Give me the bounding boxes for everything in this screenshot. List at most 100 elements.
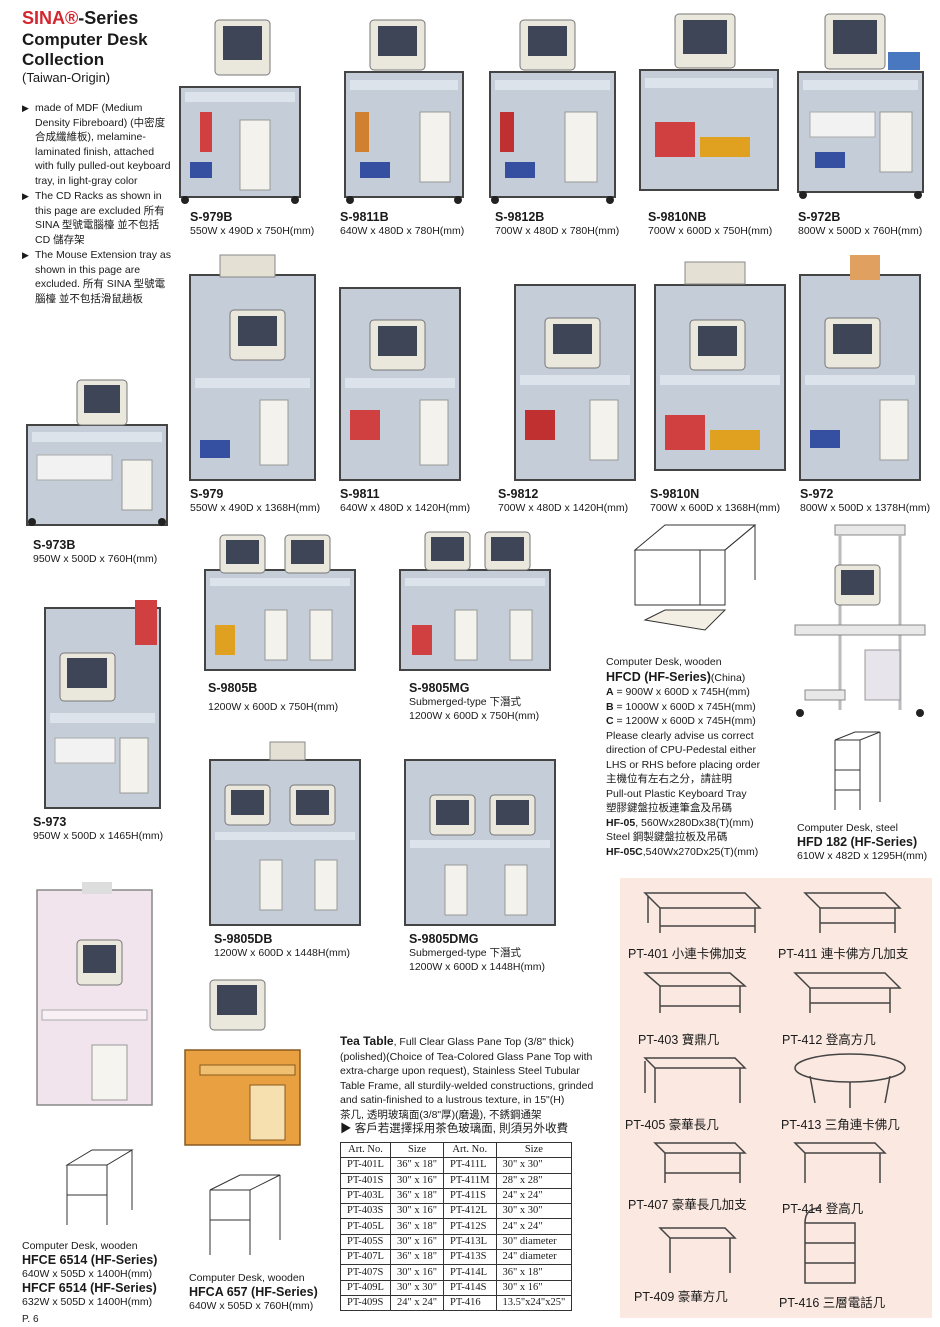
product-code: S-9805DB [214,932,273,946]
tea-item-label: PT-405 豪華長几 [625,1118,719,1132]
table-cell: 30" diameter [495,1233,573,1251]
table-cell: 36" x 18" [389,1249,445,1266]
product-code: S-9805DMG [409,932,479,946]
product-s972b: S-972B 800W x 500D x 760H(mm) [798,210,922,238]
product-s9812b: S-9812B 700W x 480D x 780H(mm) [495,210,619,238]
product-dims: 610W x 482D x 1295H(mm) [797,850,928,862]
brand-name: SINA® [22,8,79,28]
tea-item-label: PT-416 三層電話几 [779,1296,886,1310]
table-cell: PT-414S [443,1279,497,1296]
hf05c-code: HF-05C [606,845,643,858]
origin-label: (Taiwan-Origin) [22,70,111,85]
table-cell: 24" x 24" [495,1218,573,1235]
table-cell: PT-411L [443,1157,497,1174]
desk-s972b-image [797,13,924,199]
product-dims: 800W x 500D x 760H(mm) [798,225,923,237]
table-cell: PT-409L [340,1279,391,1296]
tea-item-label: PT-411 連卡佛方几加支 [778,947,909,961]
column-header: Size [495,1141,573,1159]
product-code: S-9812 [498,487,539,501]
table-cell: 30" x 30" [495,1157,573,1174]
product-code: S-972B [798,210,841,224]
desk-photos-row2 [189,254,921,481]
tea-item-label: PT-409 豪華方几 [634,1290,728,1304]
page-title: Computer Desk Collection [22,30,148,69]
product-s9810nb: S-9810NB 700W x 600D x 750H(mm) [648,210,772,238]
tea-item-label: PT-413 三角連卡佛几 [781,1118,900,1132]
product-dims: 1200W x 600D x 1448H(mm) [409,961,545,973]
table-cell: 30" x 16" [389,1264,445,1281]
product-note: Submerged-type 下潛式 [409,947,522,959]
product-dims: 800W x 500D x 1378H(mm) [800,502,931,514]
product-s972: S-972 800W x 500D x 1378H(mm) [800,487,930,515]
product-code: S-9811B [340,210,389,224]
table-cell: 13.5"x24"x25" [495,1294,573,1312]
desk-s9805dmg-image [404,759,556,926]
product-hfd182: Computer Desk, steel HFD 182 (HF-Series)… [797,821,927,863]
column-header: Size [389,1141,445,1159]
table-cell: 36" x 18" [389,1157,445,1174]
desk-s9812-image [514,284,636,481]
hf05-code: HF-05 [606,816,636,829]
product-dims: 700W x 480D x 1420H(mm) [498,502,629,514]
desk-s972-image [799,255,921,481]
table-cell: 24" x 24" [389,1294,445,1312]
hfcd-b-label: B [606,700,614,713]
product-s979: S-979 550W x 490D x 1368H(mm) [190,487,320,515]
desk-s9810n-image [654,261,786,471]
product-dims: 1200W x 600D x 750H(mm) [208,701,339,713]
desk-s973-image [44,600,161,809]
desk-hfce-image [36,882,153,1225]
table-cell: PT-412S [443,1218,497,1235]
product-code: S-9810N [650,487,700,501]
product-s9811: S-9811 640W x 480D x 1420H(mm) [340,487,470,515]
table-cell: 28" x 28" [495,1172,573,1189]
tea-item-label: PT-407 豪華長几加支 [628,1198,747,1212]
product-code: S-9805B [208,681,258,695]
desk-s9811-image [339,287,461,481]
desk-photos-row1 [179,13,924,204]
product-code: S-9810NB [648,210,707,224]
product-s9811b: S-9811B 640W x 480D x 780H(mm) [340,210,464,238]
tea-table-title: Tea Table [340,1034,394,1048]
brand-title: SINA®-Series [22,8,138,28]
product-code: S-9805MG [409,681,470,695]
table-cell: PT-405L [340,1218,391,1235]
tea-item-label: PT-412 登高方几 [782,1033,876,1047]
product-s973: S-973 950W x 500D x 1465H(mm) [33,815,163,843]
desk-s973b-image [26,379,168,526]
product-code: S-973B [33,538,76,552]
table-cell: PT-412L [443,1203,497,1220]
tea-table-cn2: ▶ 客戶若選擇採用茶色玻璃面, 則須另外收費 [340,1123,569,1135]
table-cell: PT-407L [340,1249,391,1266]
product-dims: 1200W x 600D x 750H(mm) [409,710,540,722]
desk-photos-row4 [209,741,556,926]
hfcd-type: Computer Desk, wooden [606,656,722,668]
product-s979b: S-979B 550W x 490D x 750H(mm) [190,210,314,238]
table-cell: PT-411S [443,1187,497,1205]
table-cell: PT-409S [340,1294,391,1312]
table-cell: 36" x 18" [389,1187,445,1205]
product-s9812: S-9812 700W x 480D x 1420H(mm) [498,487,628,515]
product-code-hfce: HFCE 6514 (HF-Series) [22,1253,158,1267]
product-s9805mg: S-9805MG Submerged-type 下潛式 1200W x 600D… [409,681,539,723]
desk-s9805mg-image [399,531,551,671]
tea-table-desc: , Full Clear Glass Pane Top (3/8" thick)… [340,1036,594,1106]
feature-item: made of MDF (Medium Density Fibreboard) … [22,101,172,188]
product-code: S-979 [190,487,224,501]
desk-hfcd-drawing [633,524,757,631]
column-header: Art. No. [340,1141,391,1159]
tea-table-cn1: 茶几, 透明玻璃面(3/8"厚)(磨邊), 不銹鋼通架 [340,1108,542,1121]
desk-s9811b-image [344,19,464,204]
hfcd-info: Computer Desk, wooden HFCD (HF-Series)(C… [606,655,760,859]
table-cell: 30" x 16" [389,1233,445,1251]
product-dims: 550W x 490D x 750H(mm) [190,225,315,237]
desk-s9805b-image [204,534,356,671]
hfcd-advise-cn: 主機位有左右之分，請註明 [606,773,732,785]
product-dims: 640W x 480D x 1420H(mm) [340,502,471,514]
